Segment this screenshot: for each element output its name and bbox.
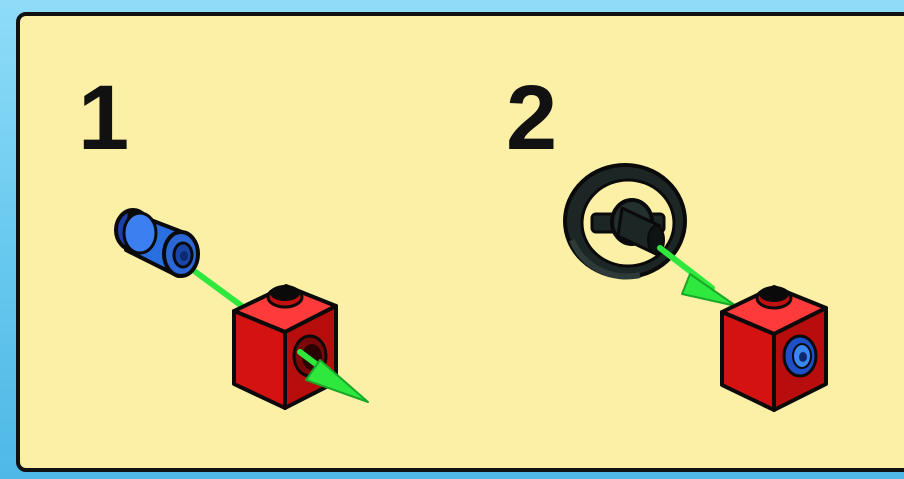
step-2-arrow-head	[682, 274, 736, 306]
step-1-diagram	[116, 210, 368, 408]
black-steering-wheel	[565, 165, 685, 277]
blue-axle-pin	[116, 210, 198, 276]
step-2-red-brick	[722, 286, 826, 410]
step-2-diagram	[565, 165, 826, 410]
step-1-red-brick	[234, 285, 336, 408]
